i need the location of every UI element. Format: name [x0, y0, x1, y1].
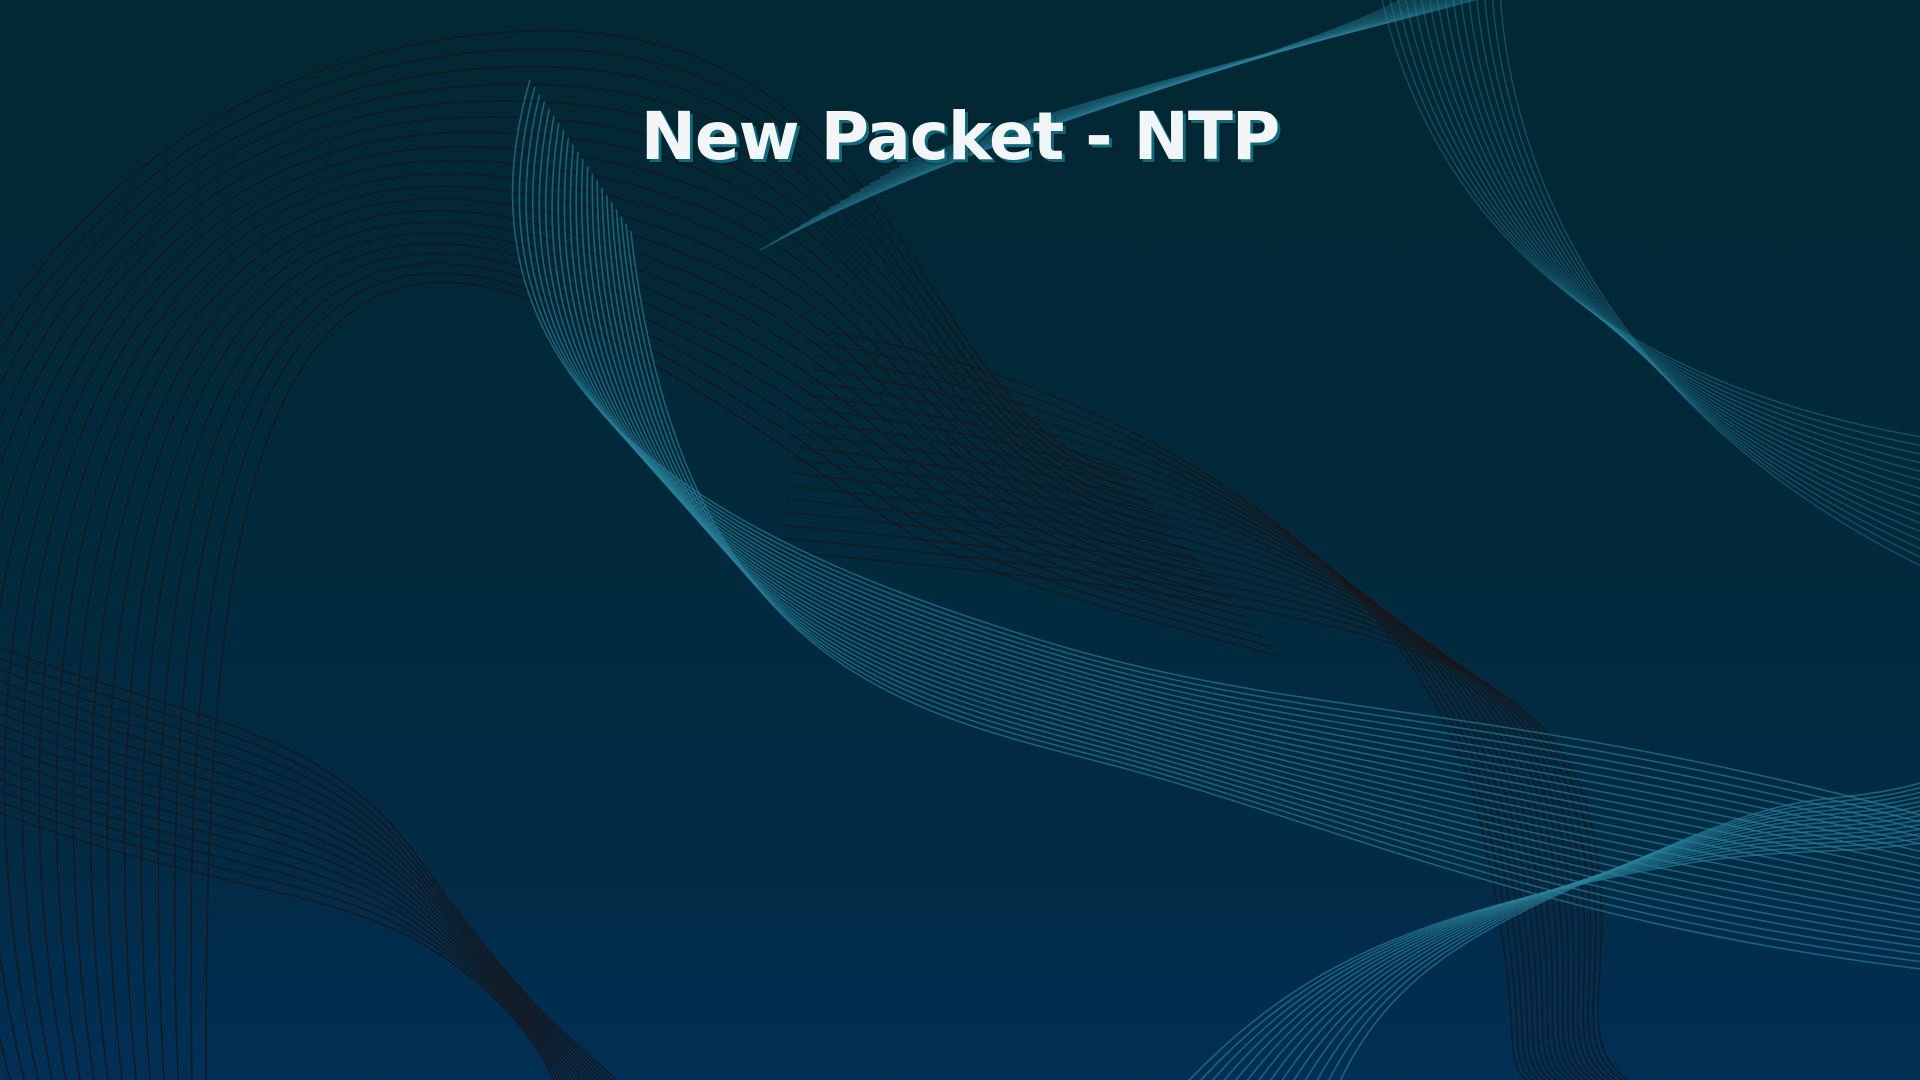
wave-line	[839, 0, 1920, 507]
wave-line	[0, 789, 561, 1080]
wave-line	[889, 0, 1920, 549]
wave-line	[0, 668, 609, 1080]
wave-line	[812, 368, 1546, 1080]
wave-line	[106, 221, 1230, 1080]
wave-line	[789, 0, 1920, 464]
wave-line	[879, 0, 1920, 541]
wave-line	[189, 272, 1272, 1080]
wave-line	[869, 0, 1920, 532]
wave-line	[606, 195, 1920, 933]
dark-wave-band-left	[0, 29, 1280, 1080]
wave-line	[0, 65, 1137, 491]
wave-line	[788, 485, 1600, 1080]
wave-line	[796, 446, 1582, 1080]
wave-line	[0, 131, 1171, 1080]
wave-line	[0, 734, 581, 1080]
wave-line	[809, 381, 1552, 1080]
wave-line	[804, 407, 1564, 1080]
wave-line	[809, 0, 1920, 481]
wave-line	[783, 511, 1612, 1080]
wave-line	[0, 116, 1163, 1080]
wave-line	[538, 108, 1920, 845]
wave-line	[544, 115, 1920, 853]
wave-line	[0, 723, 586, 1080]
wave-line	[799, 0, 1920, 472]
wave-line	[899, 0, 1920, 558]
wave-line	[0, 767, 569, 1080]
wave-line	[525, 94, 1920, 831]
wave-line	[0, 48, 1129, 481]
wave-line	[55, 186, 1205, 1080]
wave-line	[21, 160, 1188, 1080]
wave-line	[786, 498, 1606, 1080]
wave-line	[859, 0, 1920, 524]
wave-line	[799, 433, 1576, 1080]
wave-line	[793, 459, 1588, 1080]
wave-line	[0, 778, 565, 1080]
wave-line	[909, 0, 1920, 566]
wave-line	[0, 712, 590, 1080]
wave-line	[551, 123, 1920, 860]
wave-line	[586, 166, 1920, 904]
wave-line	[3, 145, 1179, 1080]
wave-line	[518, 86, 1920, 823]
wave-line	[123, 232, 1238, 1080]
wave-line	[1200, 837, 1920, 1080]
wave-line	[0, 811, 555, 1080]
wave-line	[557, 130, 1920, 867]
wave-line	[615, 209, 1920, 948]
wave-line	[630, 231, 1920, 970]
wave-line	[620, 216, 1920, 955]
wave-line	[38, 173, 1196, 1080]
wave-line	[819, 0, 1920, 489]
wave-line	[0, 701, 595, 1080]
wave-line	[759, 0, 1920, 438]
wave-line	[0, 29, 1121, 471]
wave-line	[829, 0, 1920, 498]
wave-line	[601, 187, 1920, 926]
wave-line	[801, 420, 1570, 1080]
wave-line	[72, 198, 1213, 1080]
wave-line	[0, 690, 599, 1080]
wave-line	[569, 144, 1920, 882]
wave-line	[0, 83, 1146, 501]
wave-line	[1223, 828, 1920, 1080]
slide-title: New Packet - NTP	[640, 98, 1281, 175]
wave-line	[625, 223, 1920, 963]
wave-line	[575, 151, 1920, 889]
wave-line	[779, 0, 1920, 455]
wave-line	[0, 646, 619, 1080]
wave-line	[780, 524, 1618, 1080]
wave-line	[596, 180, 1920, 919]
teal-wave-band-top-right	[759, 0, 1920, 566]
wave-line	[806, 394, 1558, 1080]
wave-line	[563, 137, 1920, 875]
dark-wave-band-right	[775, 329, 1630, 1080]
wave-line	[0, 100, 1154, 510]
wave-line	[157, 252, 1255, 1080]
wave-line	[849, 0, 1920, 515]
wave-line	[591, 173, 1920, 911]
wave-line	[511, 79, 1920, 816]
wave-line	[778, 537, 1624, 1080]
wave-line	[0, 756, 573, 1080]
wave-line	[89, 210, 1222, 1080]
wave-line	[769, 0, 1920, 446]
teal-wave-band-center	[511, 79, 1920, 1080]
wave-line	[0, 745, 577, 1080]
wave-line	[0, 657, 614, 1080]
wave-line	[1339, 782, 1920, 1080]
wave-line	[1211, 833, 1920, 1080]
wave-line	[819, 329, 1528, 1080]
wave-line	[580, 159, 1920, 897]
wave-line	[531, 101, 1920, 838]
wave-line	[0, 800, 558, 1080]
wave-line	[0, 679, 604, 1080]
wave-line	[775, 550, 1630, 1080]
wave-line	[817, 342, 1534, 1080]
